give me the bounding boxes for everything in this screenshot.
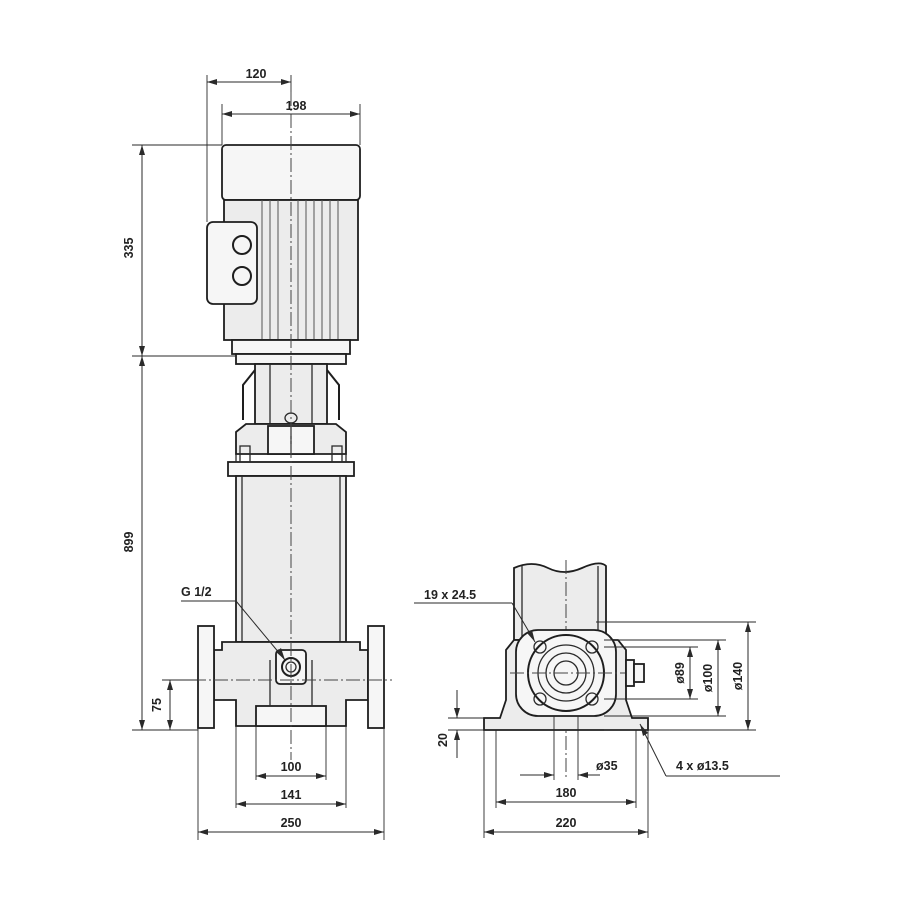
dim-180: 180 [556,786,577,800]
foot-holes-label: 4 x ø13.5 [676,759,729,773]
dim-335: 335 [122,238,136,259]
dim-75: 75 [150,698,164,712]
inlet-flange [197,625,215,729]
dim-100-dia: ø100 [701,664,715,693]
terminal-box [206,221,258,305]
dim-100: 100 [281,760,302,774]
dim-220: 220 [556,816,577,830]
flange-holes-label: 19 x 24.5 [424,588,476,602]
terminal-gland-lower [232,266,252,286]
dim-35: ø35 [596,759,618,773]
dim-250: 250 [281,816,302,830]
dim-198: 198 [286,99,307,113]
terminal-gland-upper [232,235,252,255]
dim-140: ø140 [731,662,745,691]
motor-fins [261,200,339,340]
dim-89: ø89 [673,662,687,684]
side-view [483,560,649,780]
dim-120: 120 [246,67,267,81]
side-sleeve [513,562,607,641]
outlet-flange [367,625,385,729]
front-dimensions: 120 198 335 899 75 G 1/2 [122,67,385,840]
dim-141: 141 [281,788,302,802]
front-view [192,92,392,760]
dim-899: 899 [122,532,136,553]
dim-20: 20 [436,733,450,747]
drain-label: G 1/2 [181,585,212,599]
side-dimensions: 19 x 24.5 ø89 ø100 ø140 20 [414,588,780,838]
